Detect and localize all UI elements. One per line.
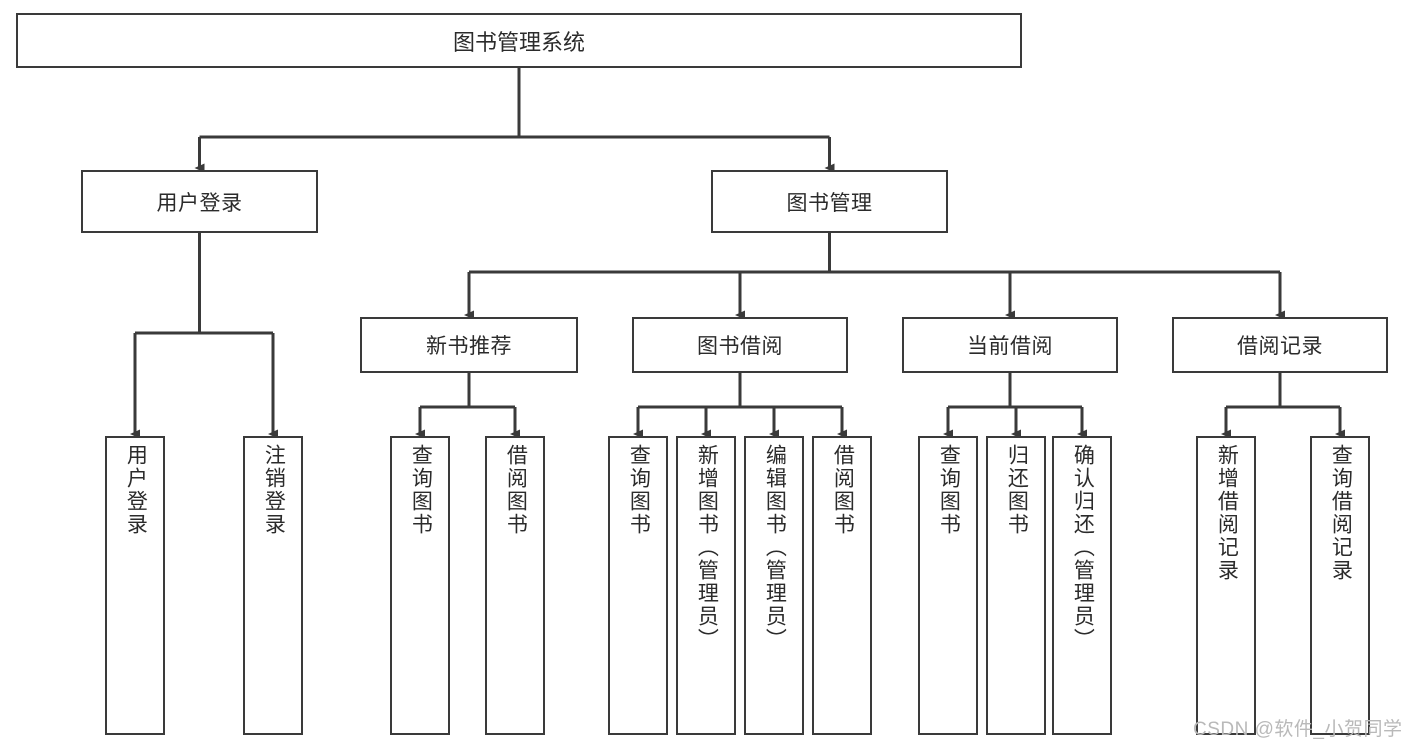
node-u_0[interactable]: 用户登录 xyxy=(105,436,165,735)
node-u_1[interactable]: 注销登录 xyxy=(243,436,303,735)
node-label: 新书推荐 xyxy=(426,335,512,358)
node-l2_3[interactable]: 借阅记录 xyxy=(1172,317,1388,373)
node-label: 编辑图书（管理员） xyxy=(763,444,787,651)
node-label: 注销登录 xyxy=(262,444,286,536)
node-a_0[interactable]: 查询图书 xyxy=(390,436,450,735)
node-l2_0[interactable]: 新书推荐 xyxy=(360,317,578,373)
node-c_0[interactable]: 查询图书 xyxy=(918,436,978,735)
node-label: 图书管理系统 xyxy=(452,29,585,55)
node-label: 借阅记录 xyxy=(1237,335,1323,358)
node-d_0[interactable]: 新增借阅记录 xyxy=(1196,436,1256,735)
node-label: 图书管理 xyxy=(786,191,873,215)
node-c_1[interactable]: 归还图书 xyxy=(986,436,1046,735)
node-a_1[interactable]: 借阅图书 xyxy=(485,436,545,735)
node-b_0[interactable]: 查询图书 xyxy=(608,436,668,735)
node-l2_2[interactable]: 当前借阅 xyxy=(902,317,1118,373)
node-label: 查询图书 xyxy=(409,444,433,536)
node-label: 新增图书（管理员） xyxy=(695,444,719,651)
node-l1_1[interactable]: 图书管理 xyxy=(711,170,948,233)
node-l2_1[interactable]: 图书借阅 xyxy=(632,317,848,373)
node-label: 借阅图书 xyxy=(831,444,855,536)
node-label: 图书借阅 xyxy=(697,335,783,358)
node-label: 确认归还（管理员） xyxy=(1071,444,1095,651)
node-c_2[interactable]: 确认归还（管理员） xyxy=(1052,436,1112,735)
node-label: 用户登录 xyxy=(124,444,148,536)
node-label: 用户登录 xyxy=(156,191,243,215)
watermark: CSDN @软件_小贺同学 xyxy=(1193,719,1403,740)
node-b_1[interactable]: 新增图书（管理员） xyxy=(676,436,736,735)
node-b_2[interactable]: 编辑图书（管理员） xyxy=(744,436,804,735)
node-label: 借阅图书 xyxy=(504,444,528,536)
node-label: 查询借阅记录 xyxy=(1329,444,1353,582)
node-label: 新增借阅记录 xyxy=(1215,444,1239,582)
node-label: 查询图书 xyxy=(937,444,961,536)
node-label: 归还图书 xyxy=(1005,444,1029,536)
node-b_3[interactable]: 借阅图书 xyxy=(812,436,872,735)
tree-connectors xyxy=(130,68,1345,439)
node-d_1[interactable]: 查询借阅记录 xyxy=(1310,436,1370,735)
node-label: 查询图书 xyxy=(627,444,651,536)
node-l1_0[interactable]: 用户登录 xyxy=(81,170,318,233)
node-root[interactable]: 图书管理系统 xyxy=(16,13,1022,68)
node-label: 当前借阅 xyxy=(967,335,1053,358)
